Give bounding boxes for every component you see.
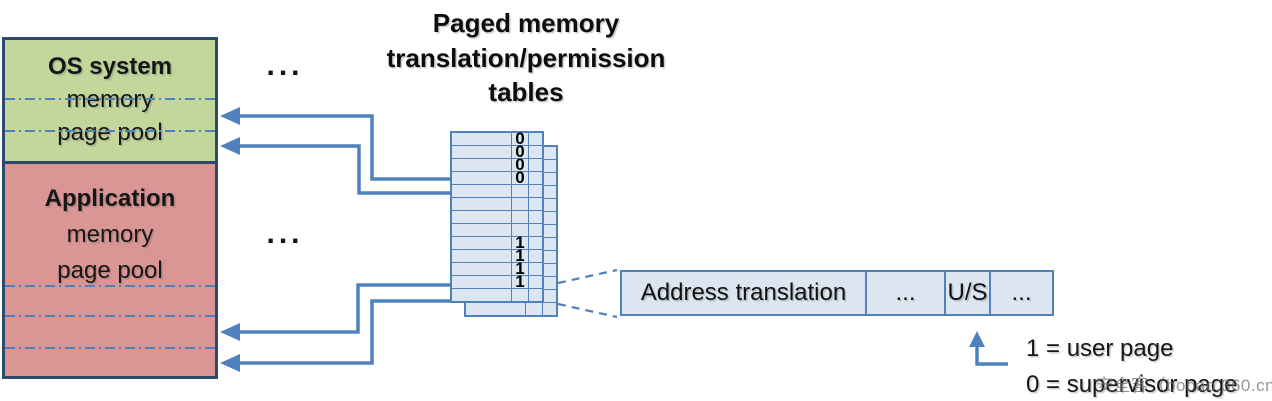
arrowhead-app-1 xyxy=(220,323,240,341)
page-table-row xyxy=(452,185,542,198)
page-table-row: 1 xyxy=(452,246,542,265)
title-line3: tables xyxy=(488,77,564,107)
entry-cell-dots-right: ... xyxy=(1011,279,1032,306)
title-line1: Paged memory xyxy=(432,8,620,38)
app-pool-line2: memory xyxy=(66,221,154,248)
page-table-row xyxy=(452,224,542,237)
memory-pool-box: OS system memory page pool Application m… xyxy=(2,37,218,379)
page-table-row xyxy=(452,211,542,224)
us-bit-value: 0 xyxy=(515,142,525,161)
os-pool-label: OS system memory page pool xyxy=(5,40,215,149)
app-pool-label: Application memory page pool xyxy=(5,164,215,289)
legend-supervisor-page: 0 = supervisor page xyxy=(1026,370,1238,398)
watermark: 安全客（bobao.360.cn） xyxy=(1096,376,1272,395)
page-table-front: 0 0 0 0 1 1 1 1 xyxy=(450,129,544,303)
entry-cell-dots-left: ... xyxy=(867,272,946,314)
page-table-row: 0 xyxy=(452,168,542,187)
page-table-row: 1 xyxy=(452,272,542,291)
row-expansion-lines xyxy=(557,268,618,319)
us-bit-value: 1 xyxy=(515,272,525,291)
application-memory-pool: Application memory page pool xyxy=(5,164,215,376)
app-pool-line3: page pool xyxy=(57,257,163,284)
app-pool-title: Application xyxy=(44,185,176,212)
arrow-to-os-page-2 xyxy=(238,144,450,195)
page-table-row: 0 xyxy=(452,155,542,174)
us-bit-value: 0 xyxy=(515,155,525,174)
arrowhead-us-pointer xyxy=(969,331,985,347)
ellipsis-bottom: ... xyxy=(266,217,304,250)
arrow-to-os-page-1 xyxy=(238,114,450,181)
os-pool-line3: page pool xyxy=(57,119,163,146)
page-table-row: 0 xyxy=(452,142,542,161)
arrow-to-app-page-1 xyxy=(238,283,450,334)
us-bit-value: 1 xyxy=(515,246,525,265)
arrowhead-app-2 xyxy=(220,354,240,372)
os-pool-line2: memory xyxy=(66,86,154,113)
us-bit-value: 1 xyxy=(515,259,525,278)
us-cell-pointer-arrow xyxy=(975,345,1008,366)
us-bit-value: 0 xyxy=(515,129,525,148)
page-table-entry-row: Address translation ... U/S ... xyxy=(620,270,1054,316)
us-bit-legend: 1 = user page 0 = supervisor page xyxy=(1026,331,1237,401)
os-memory-pool: OS system memory page pool xyxy=(5,40,215,164)
page-table-row xyxy=(452,198,542,211)
os-pool-title: OS system xyxy=(47,53,173,80)
entry-cell-us-bit: U/S xyxy=(946,272,991,314)
legend-user-page: 1 = user page xyxy=(1026,335,1174,362)
arrowhead-os-2 xyxy=(220,137,240,155)
page-table-row: 1 xyxy=(452,259,542,278)
page-tables-title: Paged memory translation/permission tabl… xyxy=(356,6,696,110)
title-line2: translation/permission xyxy=(386,42,666,73)
entry-cell-address-translation: Address translation xyxy=(622,272,867,314)
page-table-row: 0 xyxy=(452,129,542,148)
page-table-row: 1 xyxy=(452,233,542,252)
us-bit-value: 0 xyxy=(515,168,525,187)
arrow-to-app-page-2 xyxy=(238,299,450,365)
us-bit-value: 1 xyxy=(515,233,525,252)
page-table-row xyxy=(452,289,542,301)
ellipsis-top: ... xyxy=(266,49,304,82)
arrowhead-os-1 xyxy=(220,107,240,125)
